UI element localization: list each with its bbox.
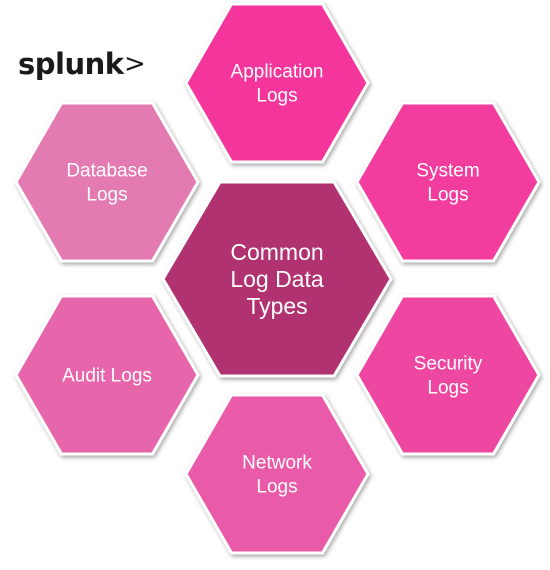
- hex-application-logs-label-line: Logs: [256, 86, 297, 107]
- hex-application-logs-label-line: Application: [231, 62, 324, 83]
- splunk-logo-text: splunk: [18, 47, 125, 81]
- hex-security-logs-label-line: Security: [414, 354, 483, 375]
- hex-center-common-log-data-types-label-line: Types: [246, 293, 307, 319]
- hex-network-logs-shape: [184, 393, 370, 555]
- hex-database-logs-label-line: Database: [66, 161, 147, 182]
- hex-network-logs-label-line: Logs: [256, 477, 297, 498]
- hex-system-logs-label-line: Logs: [427, 185, 468, 206]
- hex-database-logs-shape: [14, 101, 200, 263]
- hex-network-logs-label-line: Network: [242, 453, 312, 474]
- hex-audit-logs: Audit Logs: [14, 294, 200, 456]
- hex-security-logs-shape: [355, 294, 541, 456]
- splunk-logo: splunk >: [18, 47, 146, 81]
- hex-center-common-log-data-types-label-line: Log Data: [230, 266, 324, 292]
- hex-system-logs-label-line: System: [416, 161, 479, 182]
- hex-database-logs-label-line: Logs: [86, 185, 127, 206]
- hex-audit-logs-shape: [14, 294, 200, 456]
- hex-audit-logs-label-line: Audit Logs: [62, 366, 152, 387]
- hex-system-logs-shape: [355, 101, 541, 263]
- splunk-logo-chevron: >: [124, 49, 146, 79]
- hex-security-logs-label-line: Logs: [427, 378, 468, 399]
- hex-center-common-log-data-types-label-line: Common: [230, 239, 323, 265]
- hex-application-logs-shape: [184, 2, 370, 164]
- hex-center-common-log-data-types-shape: [161, 180, 393, 378]
